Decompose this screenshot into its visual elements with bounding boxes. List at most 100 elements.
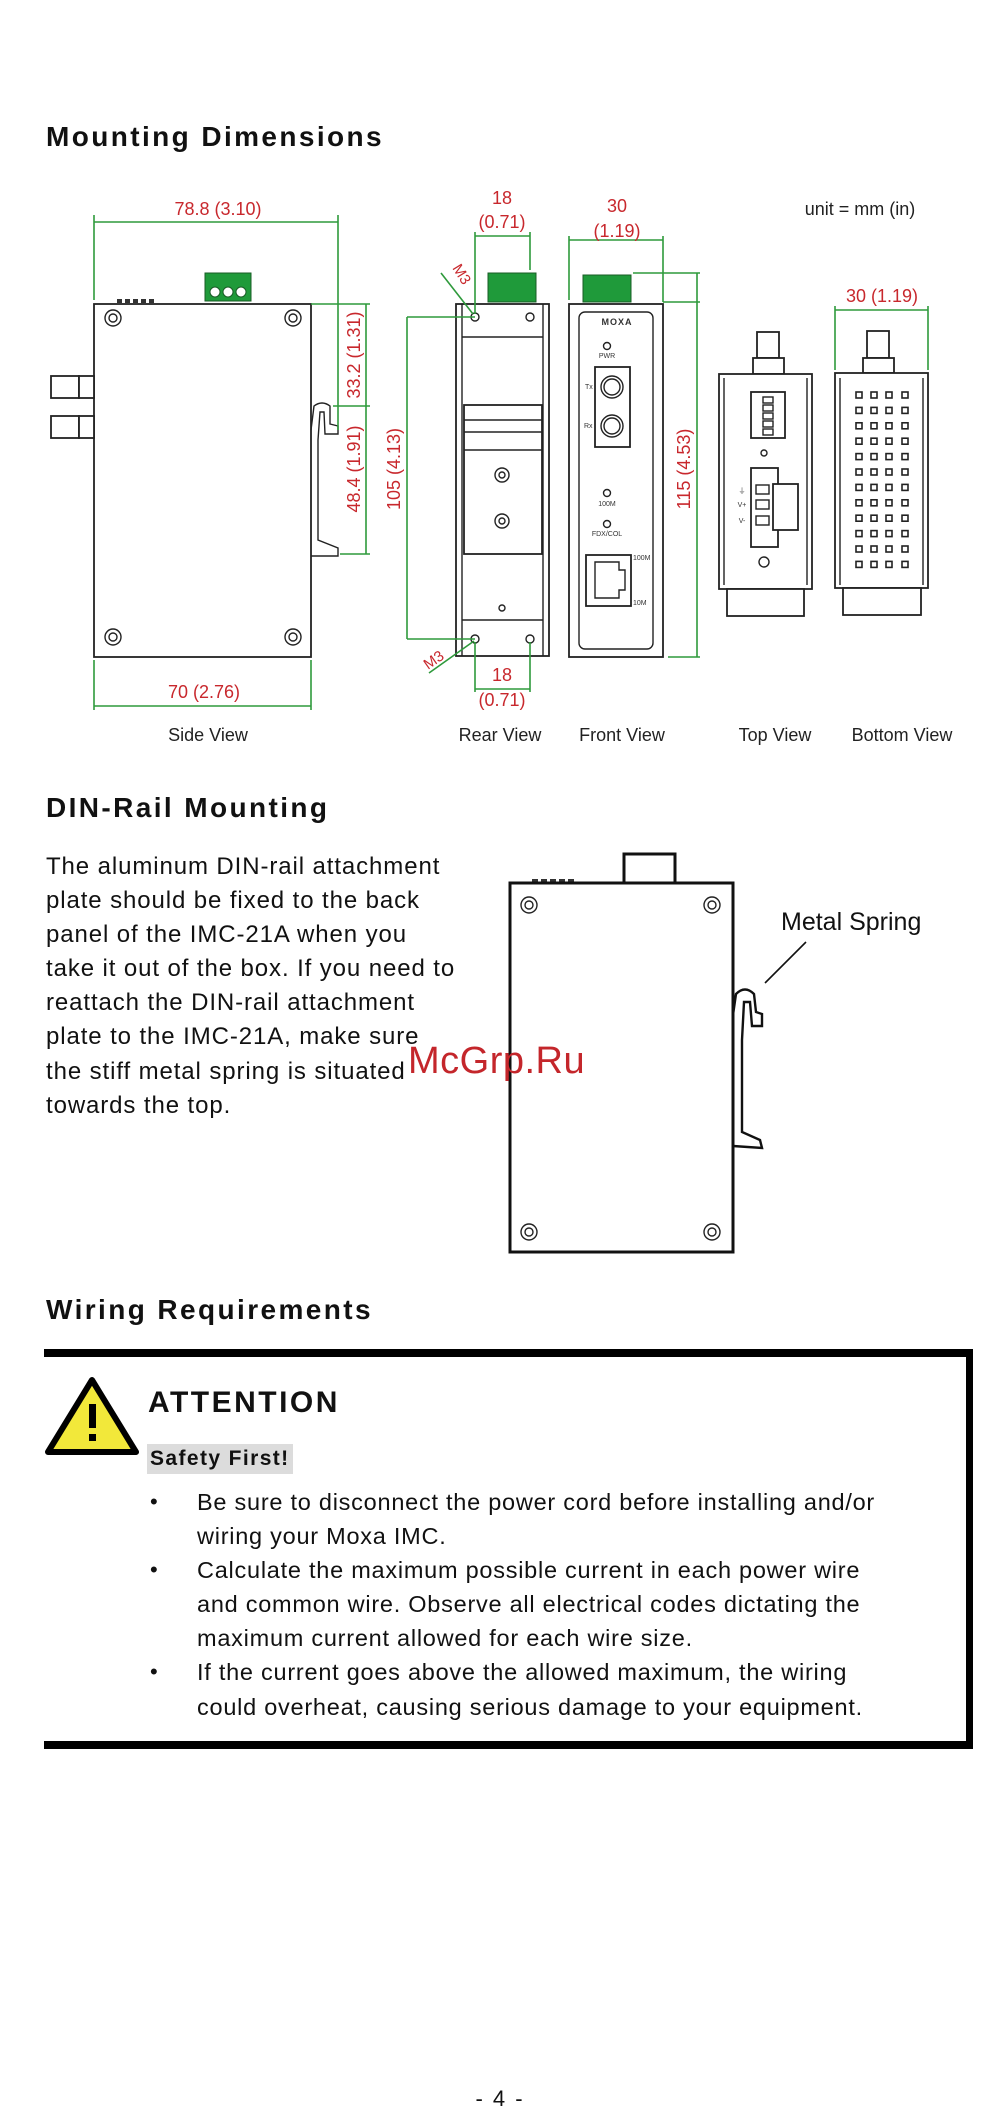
bullet-line: If the current goes above the allowed ma… — [197, 1659, 848, 1685]
din-rail-heading: DIN-Rail Mounting — [46, 792, 330, 823]
page-number: - 4 - — [475, 2086, 525, 2111]
vent-hole — [870, 560, 878, 569]
vent-hole — [870, 545, 878, 553]
vent-hole — [901, 452, 909, 461]
vent-hole — [885, 406, 893, 415]
side-view-drawing: 78.8 (3.10) 33.2 (1.31) 48.4 (1.91) 70 (… — [50, 199, 370, 745]
top-view-label: Top View — [739, 725, 813, 745]
tx-label: Tx — [585, 384, 593, 391]
vent-hole — [885, 391, 893, 399]
bullet-icon: • — [150, 1659, 158, 1684]
dim-bottom-width: 30 (1.19) — [846, 286, 918, 306]
bullet-line: Be sure to disconnect the power cord bef… — [197, 1489, 876, 1515]
vent-hole — [901, 437, 909, 446]
paragraph-line: towards the top. — [46, 1092, 232, 1119]
vent-hole — [885, 452, 893, 461]
vent-hole — [885, 560, 893, 569]
bullet-line: wiring your Moxa IMC. — [197, 1523, 447, 1549]
vent-hole — [855, 514, 863, 523]
dim-side-h1: 33.2 (1.31) — [344, 311, 364, 398]
mounting-dimensions-heading: Mounting Dimensions — [46, 121, 385, 152]
vent-hole — [870, 391, 878, 399]
vent-hole — [870, 529, 878, 538]
dim-rear-top: 18 — [492, 188, 512, 208]
watermark: McGrp.Ru — [408, 1040, 586, 1082]
dim-side-h2: 48.4 (1.91) — [344, 425, 364, 512]
vent-hole — [855, 421, 863, 430]
bullet-line: Calculate the maximum possible current i… — [197, 1557, 861, 1583]
ground-label: ⏚ — [739, 487, 746, 495]
vent-hole — [885, 545, 893, 553]
vminus-label: V- — [739, 518, 746, 525]
bottom-view-label: Bottom View — [852, 725, 954, 745]
vent-hole — [885, 514, 893, 523]
vent-hole — [885, 437, 893, 446]
vent-hole — [855, 437, 863, 446]
paragraph-line: plate should be fixed to the back — [46, 887, 420, 914]
dim-front-width-in: (1.19) — [593, 221, 640, 241]
vent-hole — [870, 437, 878, 446]
front-view-label: Front View — [579, 725, 666, 745]
paragraph-line: the stiff metal spring is situated — [46, 1058, 406, 1085]
vent-hole — [901, 468, 909, 476]
bullet-line: and common wire. Observe all electrical … — [197, 1591, 861, 1617]
vent-hole — [885, 498, 893, 507]
vent-hole — [885, 421, 893, 430]
vent-hole — [870, 483, 878, 492]
vent-hole — [885, 468, 893, 476]
metal-spring-clip — [731, 988, 764, 1150]
dim-rear-bottom-in: (0.71) — [478, 690, 525, 710]
bullet-icon: • — [150, 1557, 158, 1582]
side-body — [93, 303, 312, 658]
dim-rear-height: 105 (4.13) — [384, 428, 404, 510]
vplus-label: V+ — [738, 502, 747, 509]
dim-front-width: 30 — [607, 196, 627, 216]
vent-hole — [870, 421, 878, 430]
unit-note: unit = mm (in) — [805, 199, 916, 219]
vent-hole — [870, 514, 878, 523]
din-rail-drawing — [508, 852, 807, 1254]
vent-hole — [885, 529, 893, 538]
vent-hole — [855, 498, 863, 507]
vent-hole — [855, 452, 863, 461]
rear-view-drawing: 18 (0.71) 105 (4.13) M3 M3 18 (0.71) Rea… — [384, 188, 550, 745]
vent-hole — [901, 498, 909, 507]
vent-hole — [855, 468, 863, 476]
rx-label: Rx — [584, 423, 593, 430]
vent-hole — [855, 560, 863, 569]
bottom-view-drawing: 30 (1.19) Bottom View — [834, 286, 954, 745]
vent-hole — [901, 545, 909, 553]
paragraph-line: reattach the DIN-rail attachment — [46, 989, 415, 1016]
bullet-line: maximum current allowed for each wire si… — [197, 1625, 693, 1651]
rear-view-label: Rear View — [459, 725, 543, 745]
dim-rear-bottom: 18 — [492, 665, 512, 685]
vent-hole — [855, 529, 863, 538]
paragraph-line: The aluminum DIN-rail attachment — [46, 853, 441, 880]
dim-rear-top-in: (0.71) — [478, 212, 525, 232]
vent-hole — [855, 391, 863, 399]
attention-title: ATTENTION — [148, 1386, 340, 1419]
bullet-line: could overheat, causing serious damage t… — [197, 1694, 863, 1720]
dim-side-width-top: 78.8 (3.10) — [174, 199, 261, 219]
top-view-drawing: ⏚ V+ V- Top View — [718, 331, 813, 745]
din-clip — [310, 402, 339, 557]
paragraph-line: panel of the IMC-21A when you — [46, 921, 407, 948]
vent-hole — [870, 468, 878, 476]
side-view-label: Side View — [168, 725, 249, 745]
front-view-drawing: MOXA PWR Tx Rx 100M FDX/COL 100M 10M 30 … — [568, 196, 700, 745]
paragraph-line: plate to the IMC-21A, make sure — [46, 1023, 420, 1050]
vent-hole — [870, 498, 878, 507]
vent-hole — [901, 560, 909, 569]
vent-hole — [870, 406, 878, 415]
vent-hole — [901, 406, 909, 415]
vent-hole — [901, 514, 909, 523]
vent-hole — [885, 483, 893, 492]
pwr-label: PWR — [599, 353, 615, 360]
vent-grid — [855, 391, 909, 569]
screw-label-bottom: M3 — [421, 647, 448, 673]
dim-side-width-bottom: 70 (2.76) — [168, 682, 240, 702]
safety-first-label: Safety First! — [147, 1444, 293, 1474]
vent-hole — [901, 391, 909, 399]
